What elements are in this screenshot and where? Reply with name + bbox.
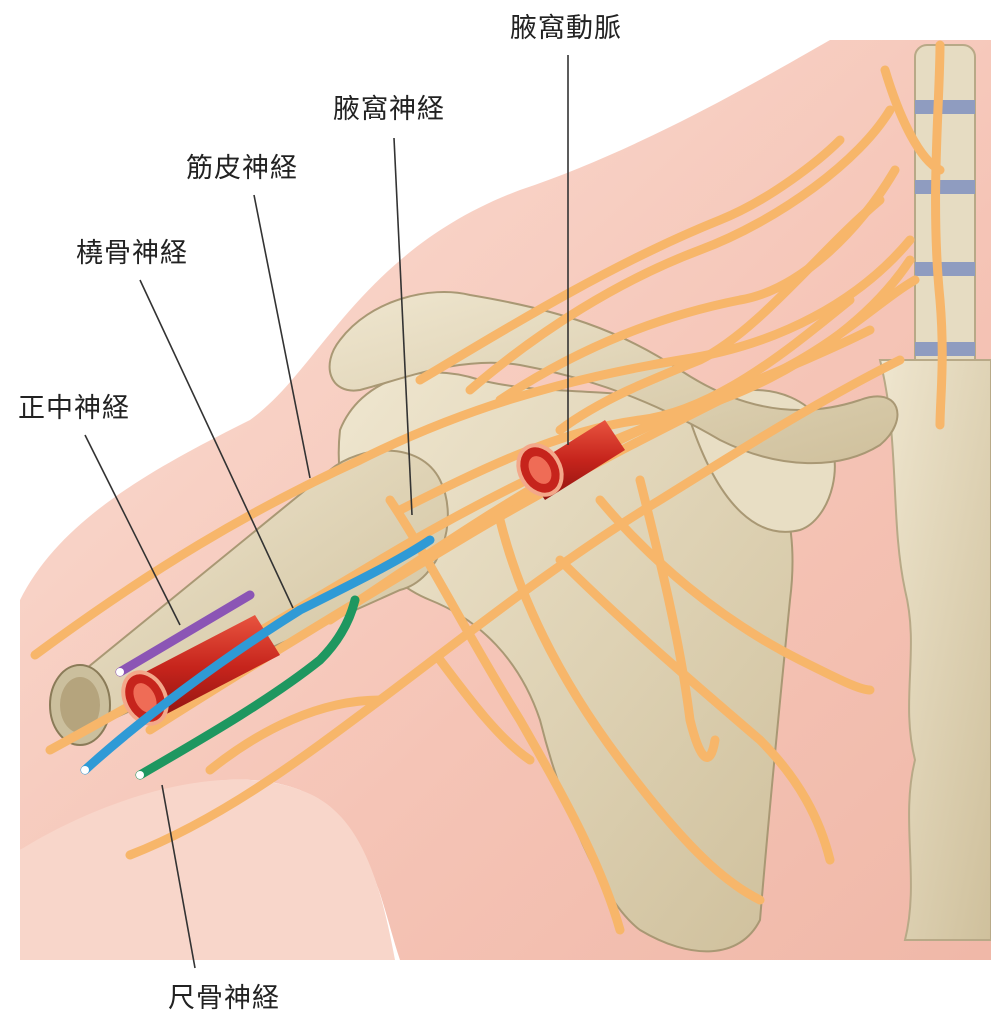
label-axillary-artery: 腋窩動脈 (510, 15, 622, 42)
label-median-nerve: 正中神経 (18, 395, 130, 422)
label-axillary-nerve: 腋窩神経 (333, 96, 445, 123)
label-ulnar-nerve: 尺骨神経 (168, 985, 280, 1012)
label-radial-nerve: 橈骨神経 (76, 240, 188, 267)
label-musculocutaneous-nerve: 筋皮神経 (186, 155, 298, 182)
